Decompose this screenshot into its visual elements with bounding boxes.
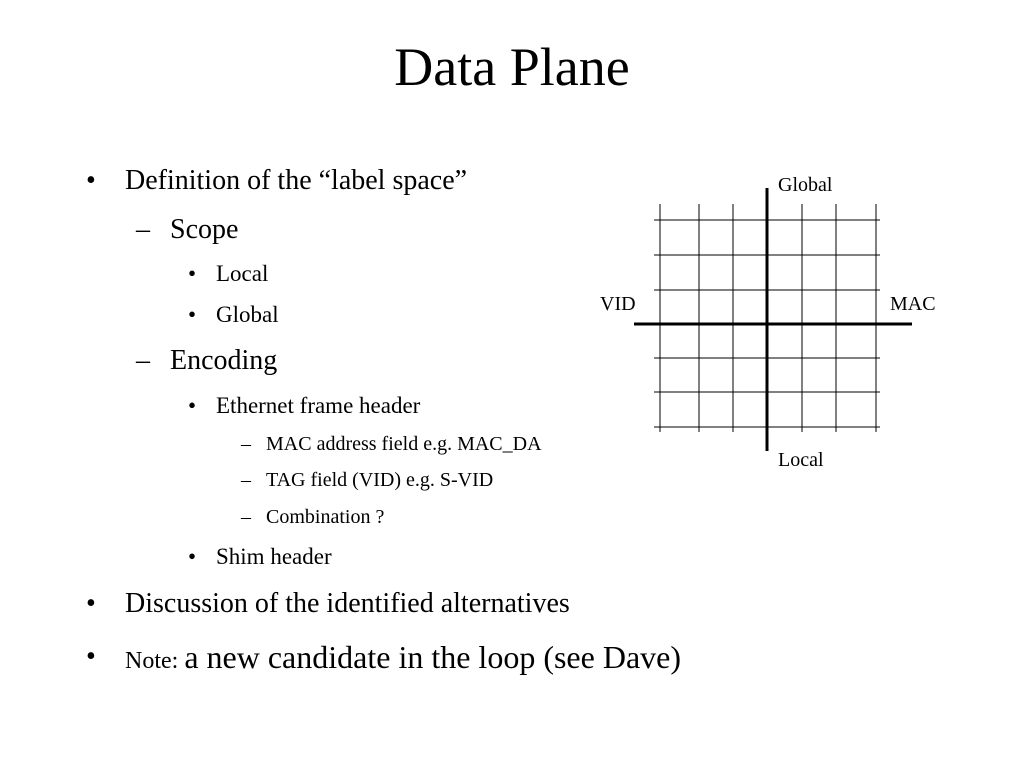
axes — [634, 188, 912, 451]
label-space-diagram: Global Local VID MAC — [600, 174, 936, 466]
axis-label-global: Global — [778, 174, 833, 196]
dash-marker: – — [136, 214, 150, 245]
item-tag-field: – TAG field (VID) e.g. S-VID — [241, 468, 493, 492]
bullet-marker: • — [86, 641, 96, 672]
bullet-marker: • — [188, 544, 197, 569]
bullet-text: Ethernet frame header — [216, 393, 421, 418]
axis-label-vid: VID — [600, 293, 636, 315]
bullet-marker: • — [188, 302, 197, 327]
bullet-text: Combination ? — [266, 506, 385, 528]
item-mac-field: – MAC address field e.g. MAC_DA — [241, 432, 542, 456]
bullet-note: • Note: a new candidate in the loop (see… — [86, 640, 681, 678]
bullet-marker: • — [86, 165, 96, 196]
bullet-definition: • Definition of the “label space” — [86, 164, 467, 198]
bullet-text: Shim header — [216, 544, 332, 569]
item-shim: • Shim header — [188, 543, 332, 571]
bullet-text: Discussion of the identified alternative… — [125, 588, 570, 619]
bullet-text: Global — [216, 302, 279, 327]
axis-label-local: Local — [778, 449, 824, 466]
bullet-text: Encoding — [170, 345, 278, 376]
item-local: • Local — [188, 260, 268, 288]
sub-bullet-scope: – Scope — [136, 213, 238, 247]
axis-label-mac: MAC — [890, 293, 936, 315]
item-ethernet: • Ethernet frame header — [188, 392, 420, 420]
note-prefix: Note: — [125, 648, 185, 674]
dash-marker: – — [241, 433, 251, 455]
bullet-text: Definition of the “label space” — [125, 165, 468, 196]
bullet-discussion: • Discussion of the identified alternati… — [86, 587, 570, 621]
bullet-text: MAC address field e.g. MAC_DA — [266, 433, 542, 455]
dash-marker: – — [136, 345, 150, 376]
bullet-marker: • — [188, 393, 197, 418]
sub-bullet-encoding: – Encoding — [136, 344, 277, 378]
item-combination: – Combination ? — [241, 505, 384, 529]
dash-marker: – — [241, 506, 251, 528]
slide-title: Data Plane — [394, 37, 630, 97]
note-text: a new candidate in the loop (see Dave) — [184, 639, 681, 675]
bullet-text: TAG field (VID) e.g. S-VID — [266, 469, 494, 491]
dash-marker: – — [241, 469, 251, 491]
bullet-text: Scope — [170, 214, 239, 245]
item-global: • Global — [188, 301, 279, 329]
bullet-text: Local — [216, 261, 269, 286]
bullet-marker: • — [86, 588, 96, 619]
bullet-marker: • — [188, 261, 197, 286]
